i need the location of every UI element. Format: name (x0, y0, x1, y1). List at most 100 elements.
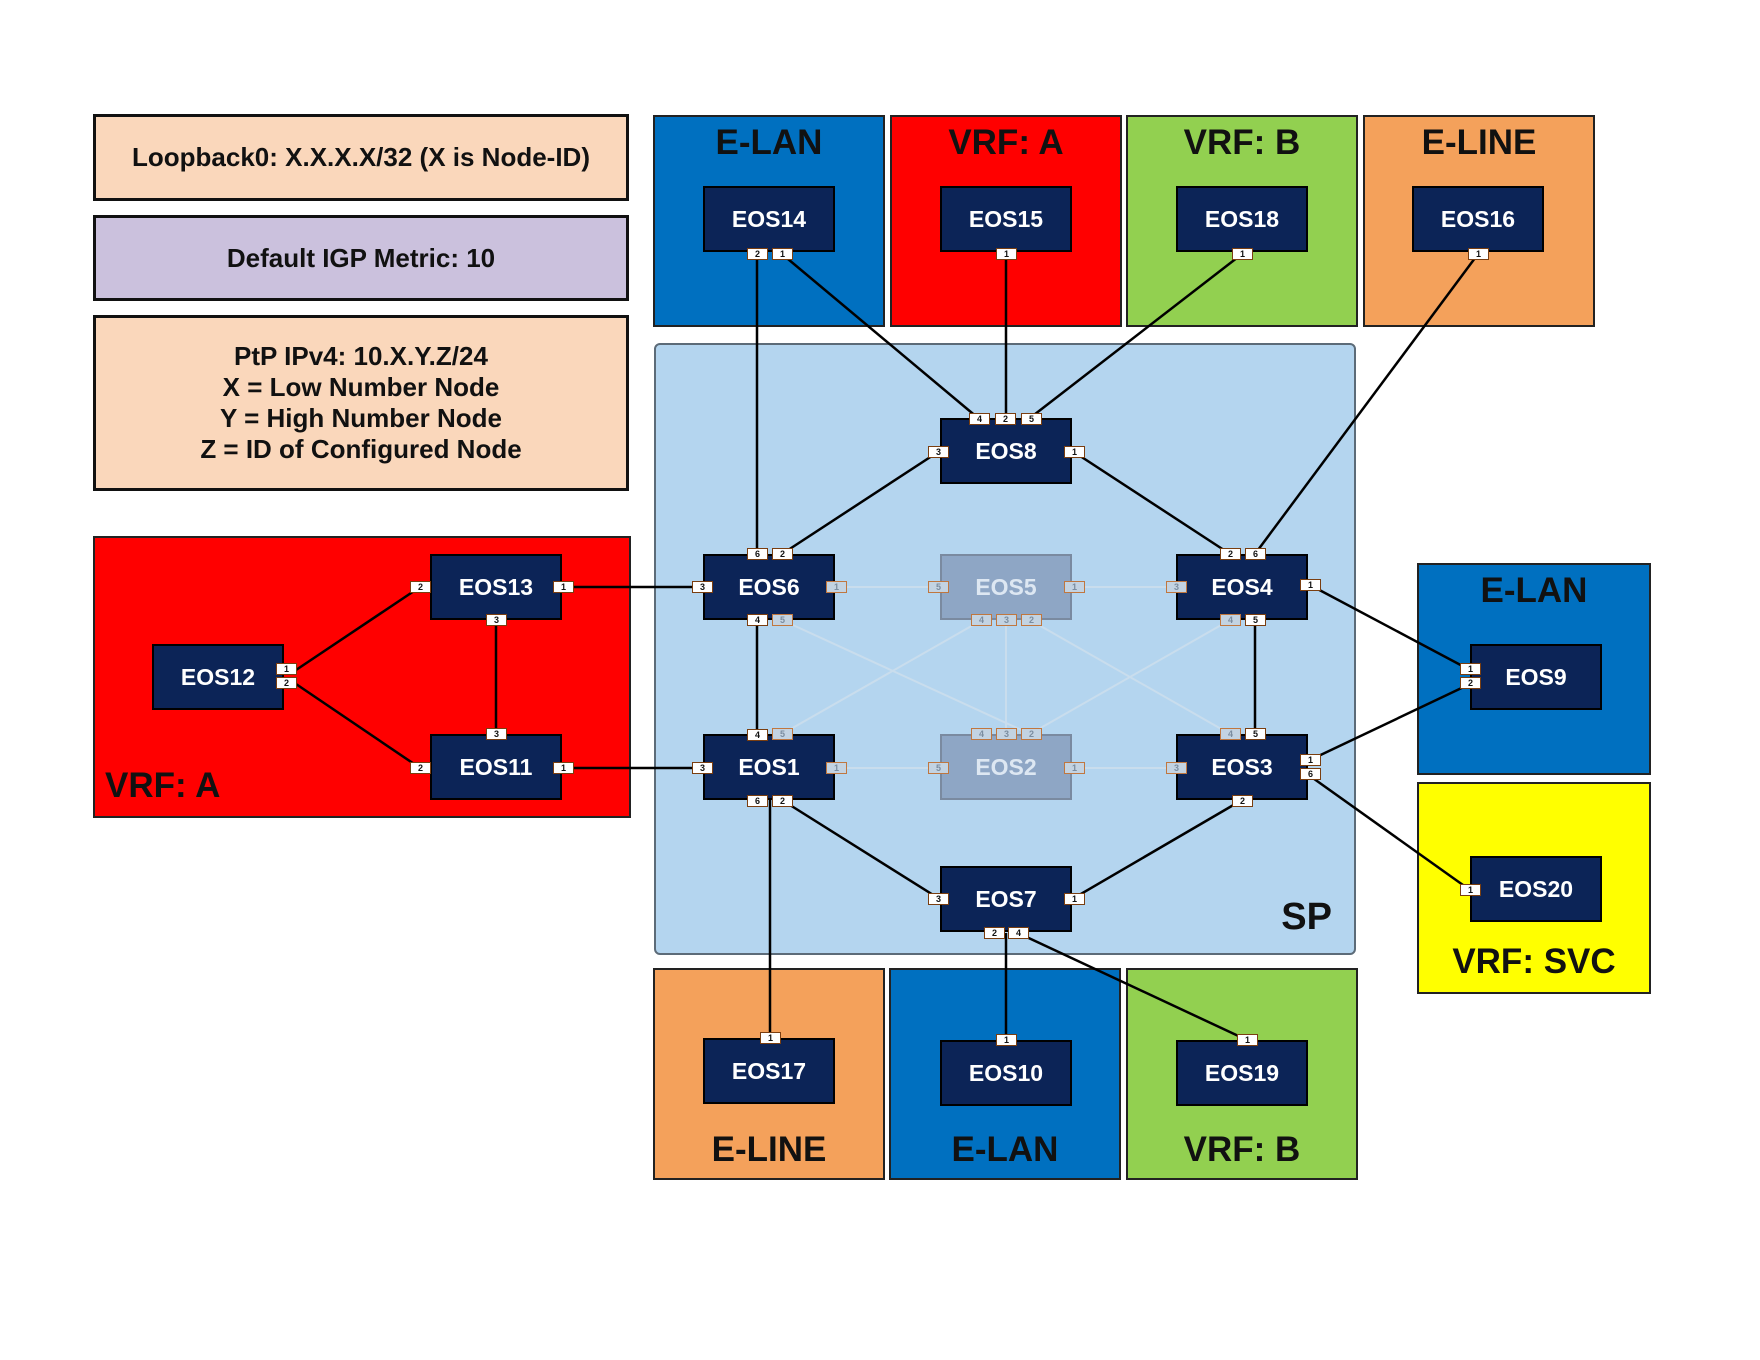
link-eos6-eos2 (781, 619, 1031, 735)
port-label: 1 (1064, 446, 1085, 458)
port-label: 6 (747, 795, 768, 807)
ptp-info-line: Y = High Number Node (220, 403, 502, 433)
link-eos16-eos4 (1253, 253, 1480, 555)
port-label: 3 (996, 728, 1017, 740)
node-label: EOS10 (968, 1059, 1044, 1086)
port-label: 1 (553, 581, 574, 593)
node-label: EOS18 (1204, 205, 1280, 232)
zone-label: VRF: A (105, 766, 221, 805)
link-eos8-eos6 (781, 450, 939, 556)
node-label: EOS7 (975, 885, 1037, 912)
link-eos18-eos8 (1029, 253, 1243, 419)
port-label: 3 (928, 893, 949, 905)
port-label: 5 (772, 728, 793, 740)
node-eos1[interactable]: EOS1 (703, 734, 835, 800)
link-eos3-eos9 (1309, 682, 1471, 762)
node-label: EOS2 (975, 753, 1037, 780)
port-label: 6 (1300, 768, 1321, 780)
port-label: 1 (1460, 663, 1481, 675)
port-label: 1 (1468, 248, 1489, 260)
port-label: 2 (1232, 795, 1253, 807)
node-label: EOS3 (1211, 753, 1273, 780)
port-label: 1 (1300, 754, 1321, 766)
node-eos17[interactable]: EOS17 (703, 1038, 835, 1104)
port-label: 3 (996, 614, 1017, 626)
port-label: 4 (1220, 614, 1241, 626)
port-label: 1 (1232, 248, 1253, 260)
port-label: 2 (995, 413, 1016, 425)
port-label: 2 (1021, 728, 1042, 740)
zone-label: VRF: B (1183, 1130, 1301, 1169)
port-label: 1 (760, 1032, 781, 1044)
port-label: 6 (747, 548, 768, 560)
zone-label: VRF: A (948, 123, 1064, 162)
node-eos4[interactable]: EOS4 (1176, 554, 1308, 620)
node-label: EOS16 (1440, 205, 1516, 232)
port-label: 2 (1220, 548, 1241, 560)
node-eos13[interactable]: EOS13 (430, 554, 562, 620)
port-label: 1 (826, 762, 847, 774)
zone-label: VRF: B (1183, 123, 1301, 162)
port-label: 5 (1245, 614, 1266, 626)
node-eos16[interactable]: EOS16 (1412, 186, 1544, 252)
port-label: 5 (928, 762, 949, 774)
port-label: 1 (1064, 893, 1085, 905)
node-eos19[interactable]: EOS19 (1176, 1040, 1308, 1106)
ptp-info-line: Z = ID of Configured Node (200, 434, 522, 464)
port-label: 4 (747, 614, 768, 626)
port-label: 3 (1166, 581, 1187, 593)
zone-label: E-LAN (1480, 571, 1588, 610)
zone-label: VRF: SVC (1452, 942, 1616, 981)
port-label: 4 (971, 728, 992, 740)
port-label: 2 (1460, 677, 1481, 689)
node-eos11[interactable]: EOS11 (430, 734, 562, 800)
link-eos4-eos9 (1309, 583, 1471, 672)
node-eos6[interactable]: EOS6 (703, 554, 835, 620)
port-label: 2 (410, 581, 431, 593)
port-label: 1 (1300, 579, 1321, 591)
node-label: EOS9 (1505, 663, 1567, 690)
port-label: 3 (928, 446, 949, 458)
ptp-info-box: PtP IPv4: 10.X.Y.Z/24 X = Low Number Nod… (93, 315, 629, 491)
zone-label: E-LAN (715, 123, 823, 162)
link-eos1-eos5 (781, 619, 983, 735)
port-label: 1 (1237, 1034, 1258, 1046)
node-eos12[interactable]: EOS12 (152, 644, 284, 710)
port-label: 1 (553, 762, 574, 774)
node-eos20[interactable]: EOS20 (1470, 856, 1602, 922)
port-label: 4 (747, 729, 768, 741)
port-label: 2 (410, 762, 431, 774)
port-label: 2 (984, 927, 1005, 939)
node-eos18[interactable]: EOS18 (1176, 186, 1308, 252)
node-eos14[interactable]: EOS14 (703, 186, 835, 252)
port-label: 1 (772, 248, 793, 260)
node-eos15[interactable]: EOS15 (940, 186, 1072, 252)
loopback-info-text: Loopback0: X.X.X.X/32 (X is Node-ID) (132, 142, 590, 172)
node-label: EOS1 (738, 753, 800, 780)
port-label: 5 (1021, 413, 1042, 425)
link-eos4-eos2 (1029, 619, 1231, 735)
node-eos3[interactable]: EOS3 (1176, 734, 1308, 800)
node-label: EOS5 (975, 573, 1037, 600)
port-label: 2 (747, 248, 768, 260)
node-label: EOS4 (1211, 573, 1273, 600)
node-eos2[interactable]: EOS2 (940, 734, 1072, 800)
node-eos9[interactable]: EOS9 (1470, 644, 1602, 710)
node-eos10[interactable]: EOS10 (940, 1040, 1072, 1106)
port-label: 1 (1460, 884, 1481, 896)
node-eos5[interactable]: EOS5 (940, 554, 1072, 620)
node-eos8[interactable]: EOS8 (940, 418, 1072, 484)
link-eos3-eos20 (1309, 774, 1471, 892)
port-label: 2 (772, 795, 793, 807)
node-label: EOS6 (738, 573, 800, 600)
port-label: 3 (486, 728, 507, 740)
port-label: 4 (1220, 728, 1241, 740)
port-label: 6 (1245, 548, 1266, 560)
node-label: EOS8 (975, 437, 1037, 464)
port-label: 5 (1245, 728, 1266, 740)
link-eos7-eos19 (1017, 931, 1248, 1042)
node-label: EOS17 (731, 1057, 807, 1084)
node-eos7[interactable]: EOS7 (940, 866, 1072, 932)
port-label: 3 (486, 614, 507, 626)
port-label: 1 (996, 248, 1017, 260)
